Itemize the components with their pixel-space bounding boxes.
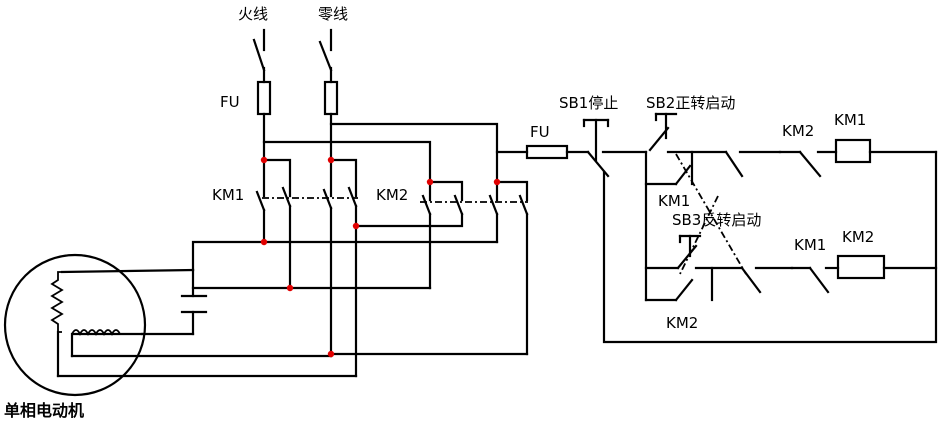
km2-nc-series bbox=[778, 150, 838, 178]
km1-hold-contact bbox=[644, 150, 694, 186]
label-sb1-stop: SB1停止 bbox=[559, 94, 618, 112]
motor bbox=[3, 253, 195, 397]
label-fuse-control: FU bbox=[530, 123, 550, 141]
fuse-live bbox=[256, 80, 272, 116]
label-neutral-wire: 零线 bbox=[318, 5, 348, 23]
capacitor bbox=[140, 268, 208, 336]
label-km1-power: KM1 bbox=[212, 186, 244, 204]
km2-hold-contact bbox=[644, 266, 714, 302]
label-sb3-reverse: SB3反转启动 bbox=[672, 211, 761, 229]
coil-km1 bbox=[834, 138, 872, 164]
sb3-reverse-button bbox=[644, 234, 702, 270]
supply-lines bbox=[252, 28, 333, 84]
sb1-stop-button bbox=[582, 118, 610, 178]
label-coil-km1: KM1 bbox=[834, 111, 866, 129]
km2-power-contacts bbox=[420, 194, 529, 216]
km1-interlock-contact bbox=[740, 266, 794, 294]
km1-power-contacts bbox=[255, 186, 358, 212]
label-km2-hold: KM2 bbox=[666, 314, 698, 332]
km1-nc-series bbox=[790, 266, 840, 294]
label-km2-power: KM2 bbox=[376, 186, 408, 204]
km2-interlock-contact bbox=[724, 150, 782, 178]
sb2-forward-button bbox=[648, 112, 678, 152]
junction-dots bbox=[260, 156, 501, 358]
label-km2-series: KM2 bbox=[782, 122, 814, 140]
label-live-wire: 火线 bbox=[238, 5, 268, 23]
control-circuit bbox=[495, 112, 938, 344]
label-motor: 单相电动机 bbox=[4, 401, 84, 420]
label-km1-series: KM1 bbox=[794, 236, 826, 254]
label-fuse-main: FU bbox=[220, 93, 240, 111]
label-km1-hold: KM1 bbox=[658, 192, 690, 210]
fuse-neutral bbox=[323, 80, 339, 116]
coil-km2 bbox=[836, 254, 886, 280]
fuse-control bbox=[525, 144, 569, 160]
label-coil-km2: KM2 bbox=[842, 228, 874, 246]
label-sb2-forward: SB2正转启动 bbox=[646, 94, 735, 112]
